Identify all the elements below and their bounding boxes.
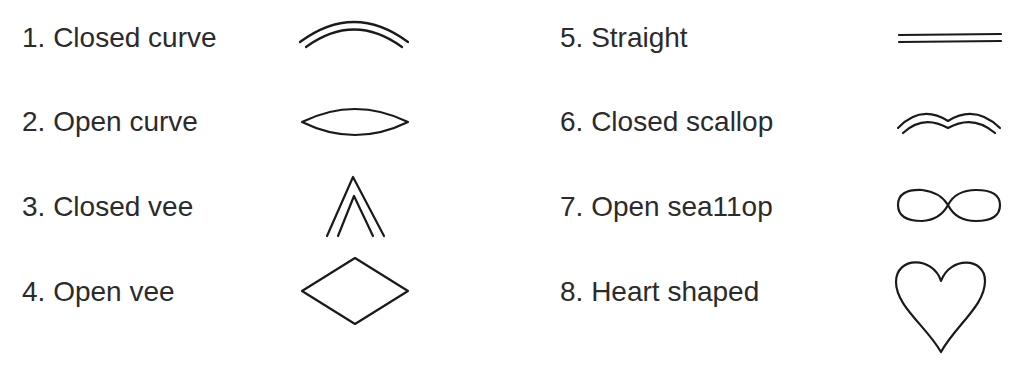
vee-line xyxy=(338,196,373,236)
straight-line xyxy=(899,34,1001,35)
shape-label: 7. Open sea11op xyxy=(560,190,773,224)
straight-icon xyxy=(899,34,1001,42)
curve-line xyxy=(306,30,402,48)
vee-line xyxy=(327,177,384,236)
shape-label: 1. Closed curve xyxy=(22,21,217,55)
closed-vee-icon xyxy=(327,177,384,236)
closed-scallop-icon xyxy=(898,114,1000,133)
shape-label: 6. Closed scallop xyxy=(560,105,773,139)
shape-label: 5. Straight xyxy=(560,21,688,55)
scallop-line xyxy=(903,122,995,133)
closed-curve-icon xyxy=(300,22,408,47)
shape-label: 8. Heart shaped xyxy=(560,275,759,309)
heart-icon xyxy=(896,262,985,352)
curve-line xyxy=(300,22,408,42)
open-scallop-icon xyxy=(898,190,1000,221)
shape-label: 4. Open vee xyxy=(22,275,175,309)
open-curve-icon xyxy=(302,109,408,135)
open-vee-icon xyxy=(302,258,408,324)
shape-label: 2. Open curve xyxy=(22,105,198,139)
straight-line xyxy=(899,41,1001,42)
shape-label: 3. Closed vee xyxy=(22,190,193,224)
